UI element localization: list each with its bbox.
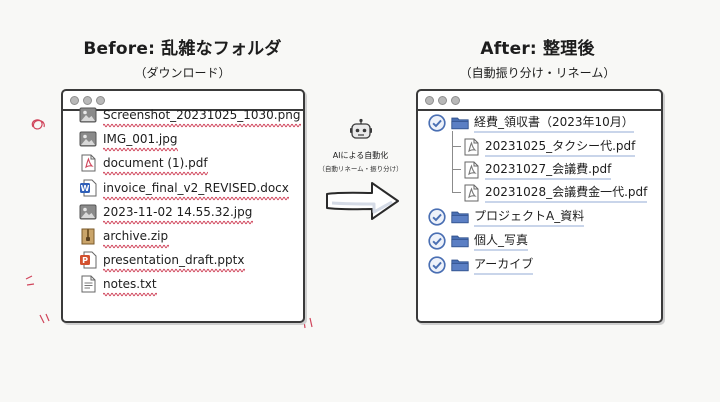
file-item[interactable]: IMG_001.jpg: [79, 128, 178, 152]
window-titlebar: [418, 91, 661, 111]
file-item[interactable]: document (1).pdf: [79, 152, 208, 176]
window-control-dot[interactable]: [96, 95, 105, 105]
robot-icon: [350, 118, 372, 139]
window-control-dot[interactable]: [70, 95, 79, 105]
pdf-file-icon: [462, 184, 480, 202]
file-item[interactable]: invoice_final_v2_REVISED.docx: [79, 177, 289, 200]
folder-item[interactable]: プロジェクトA_資料: [428, 207, 585, 227]
scribble-marks-icon: [39, 313, 50, 324]
file-item[interactable]: presentation_draft.pptx: [79, 249, 245, 273]
file-name: archive.zip: [103, 229, 169, 249]
file-item[interactable]: notes.txt: [79, 273, 157, 297]
error-underline: [103, 196, 289, 200]
renamed-file-item[interactable]: 20231028_会議費金一代.pdf: [462, 183, 648, 203]
image-file-icon: [79, 130, 97, 148]
file-name: 20231025_タクシー代.pdf: [485, 137, 636, 157]
scribble-spiral-icon: [31, 119, 45, 130]
checkmark-icon: [428, 114, 446, 132]
folder-name: 個人_写真: [474, 231, 529, 251]
file-item[interactable]: Screenshot_20231025_1030.png: [79, 104, 301, 128]
file-name: notes.txt: [103, 277, 157, 297]
zip-file-icon: [79, 227, 97, 245]
file-name: 2023-11-02 14.55.32.jpg: [103, 205, 253, 225]
pdf-file-icon: [462, 161, 480, 179]
text-file-icon: [79, 275, 97, 293]
tree-connector: [452, 131, 453, 192]
file-name: presentation_draft.pptx: [103, 253, 245, 273]
pdf-file-icon: [462, 138, 480, 156]
flow-arrow-icon: [326, 182, 399, 220]
checkmark-icon: [428, 232, 446, 250]
renamed-file-item[interactable]: 20231025_タクシー代.pdf: [462, 137, 636, 157]
folder-item[interactable]: 経費_領収書（2023年10月）: [428, 113, 634, 133]
after-title: After: 整理後: [480, 39, 595, 59]
error-underline: [103, 220, 253, 225]
tree-connector: [452, 146, 461, 147]
folder-icon: [451, 114, 469, 132]
pdf-file-icon: [79, 154, 97, 172]
before-heading: Before: 乱雑なフォルダ （ダウンロード）: [60, 34, 305, 81]
folder-icon: [451, 232, 469, 250]
file-name: Screenshot_20231025_1030.png: [103, 108, 301, 128]
after-heading: After: 整理後 （自動振り分け・リネーム）: [415, 34, 660, 81]
file-item[interactable]: 2023-11-02 14.55.32.jpg: [79, 201, 253, 225]
error-underline: [103, 244, 169, 249]
image-file-icon: [79, 106, 97, 124]
error-underline: [103, 123, 301, 128]
before-title: Before: 乱雑なフォルダ: [83, 39, 282, 59]
error-underline: [103, 147, 178, 152]
window-control-dot[interactable]: [438, 95, 447, 105]
automation-subtitle: （自動リネーム・振り分け）: [318, 165, 403, 173]
folder-name: アーカイブ: [474, 255, 534, 275]
tree-connector: [452, 169, 461, 170]
file-name: document (1).pdf: [103, 156, 208, 176]
window-control-dot[interactable]: [83, 95, 92, 105]
error-underline: [103, 293, 157, 297]
folder-icon: [451, 208, 469, 226]
file-name: IMG_001.jpg: [103, 132, 178, 152]
scribble-marks-icon: [25, 275, 35, 286]
window-titlebar: [63, 91, 303, 111]
tree-connector: [452, 192, 461, 193]
file-name: 20231028_会議費金一代.pdf: [485, 183, 648, 203]
after-subtitle: （自動振り分け・リネーム）: [459, 66, 616, 80]
folder-name: プロジェクトA_資料: [474, 207, 585, 227]
file-name: invoice_final_v2_REVISED.docx: [103, 181, 289, 200]
error-underline: [103, 268, 245, 273]
word-file-icon: [79, 179, 97, 197]
window-control-dot[interactable]: [451, 95, 460, 105]
before-subtitle: （ダウンロード）: [134, 66, 231, 80]
automation-label: AIによる自動化 （自動リネーム・振り分け）: [308, 150, 413, 173]
file-item[interactable]: archive.zip: [79, 225, 169, 249]
file-name: 20231027_会議費.pdf: [485, 160, 612, 180]
folder-item[interactable]: アーカイブ: [428, 255, 534, 275]
folder-item[interactable]: 個人_写真: [428, 231, 529, 251]
after-window: 経費_領収書（2023年10月） 20231025_タクシー代.pdf 202310…: [416, 89, 663, 323]
automation-title: AIによる自動化: [332, 151, 389, 160]
image-file-icon: [79, 203, 97, 221]
checkmark-icon: [428, 256, 446, 274]
folder-icon: [451, 256, 469, 274]
checkmark-icon: [428, 208, 446, 226]
error-underline: [103, 172, 208, 176]
scribble-marks-icon: [303, 317, 313, 329]
window-control-dot[interactable]: [425, 95, 434, 105]
folder-name: 経費_領収書（2023年10月）: [474, 113, 634, 133]
powerpoint-file-icon: [79, 251, 97, 269]
renamed-file-item[interactable]: 20231027_会議費.pdf: [462, 160, 612, 180]
